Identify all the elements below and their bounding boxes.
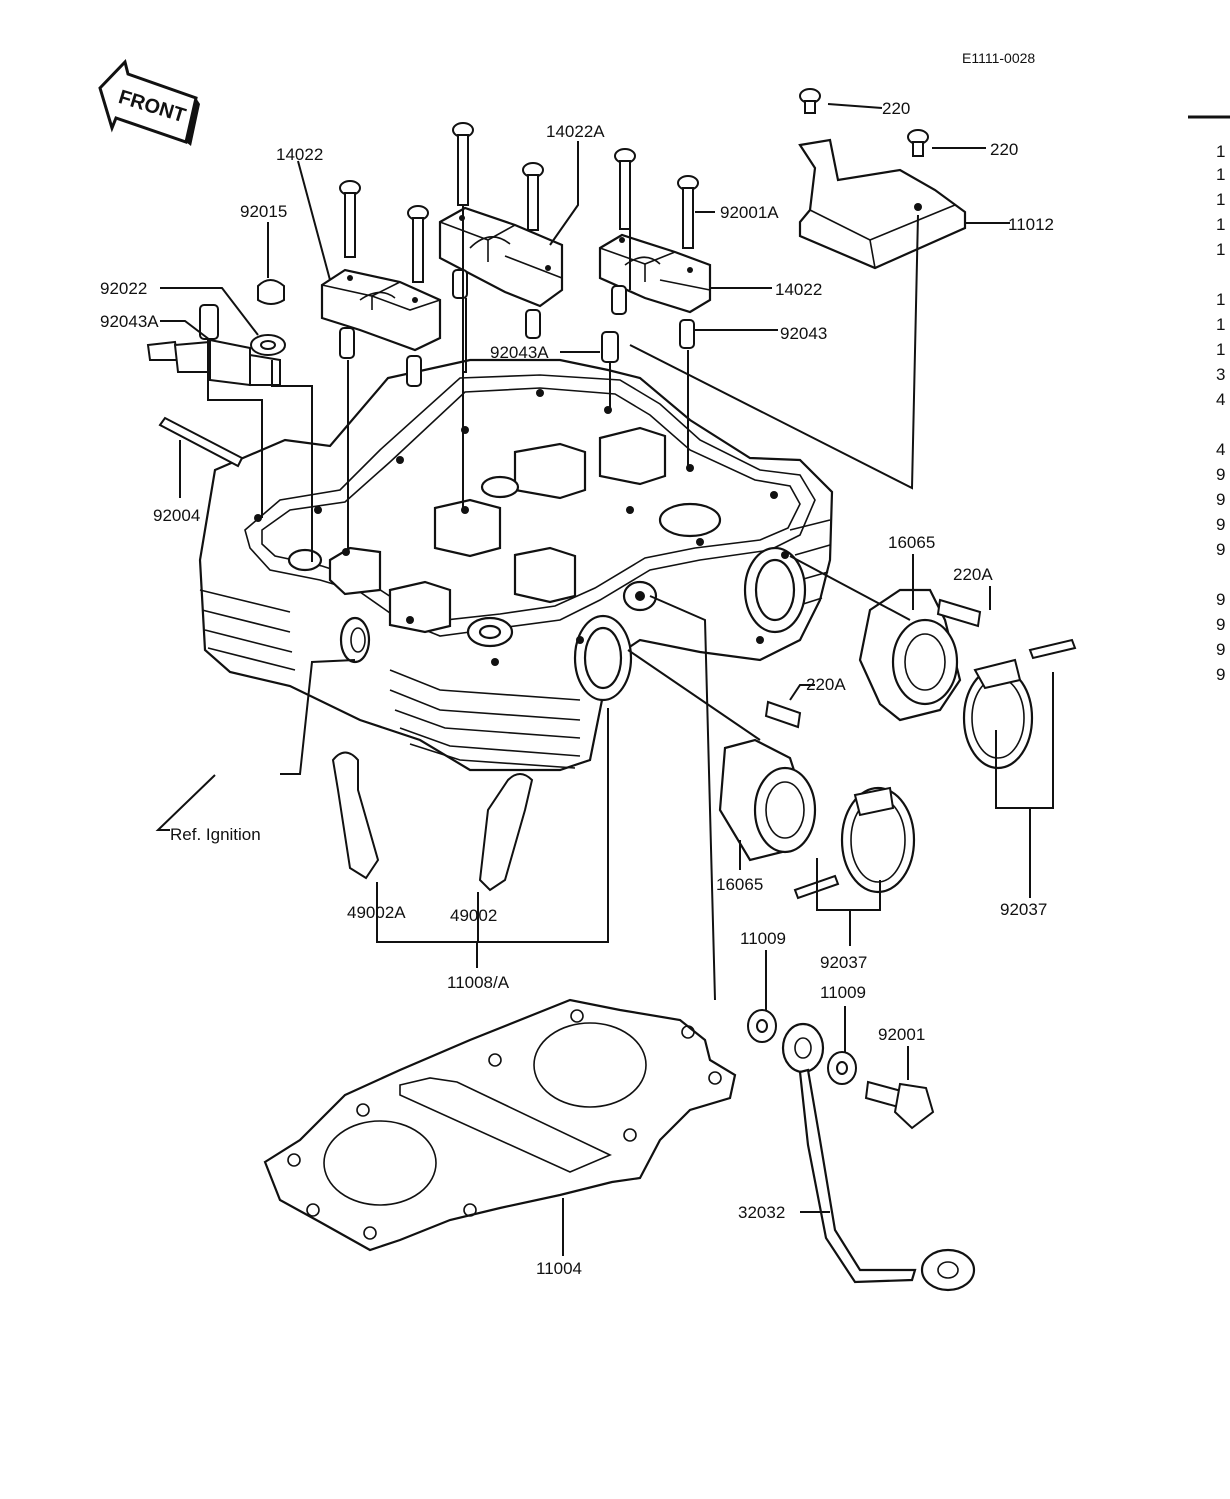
- margin-digit: 1: [1216, 340, 1225, 359]
- oil-pipe: [747, 1009, 976, 1292]
- dowel-pin-icon: [601, 331, 619, 363]
- cam-cap-left: [320, 268, 442, 352]
- label-14022A: 14022A: [546, 122, 605, 141]
- valve-guide-icon: [478, 773, 534, 892]
- margin-digit: 9: [1216, 540, 1225, 559]
- margin-digit: 9: [1216, 615, 1225, 634]
- dowel-pin-icon: [525, 309, 541, 339]
- label-92001: 92001: [878, 1025, 925, 1044]
- label-16065-bottom: 16065: [716, 875, 763, 894]
- screw-icon: [907, 129, 929, 157]
- bolt-icon: [522, 162, 544, 231]
- label-11009-a: 11009: [740, 929, 786, 948]
- label-220A-mid: 220A: [806, 675, 846, 694]
- dowel-pin-icon: [339, 327, 355, 359]
- screw-icon: [799, 88, 821, 114]
- acorn-nut-icon: [257, 279, 285, 305]
- hose-clamp-upper: [962, 638, 1077, 770]
- drawing-code: E1111-0028: [962, 50, 1035, 66]
- label-11008A: 11008/A: [447, 973, 510, 992]
- margin-digit: 1: [1216, 190, 1225, 209]
- stud-icon: [158, 416, 244, 468]
- label-92037-right: 92037: [1000, 900, 1047, 919]
- label-32032: 32032: [738, 1203, 785, 1222]
- dowel-pins: [199, 269, 695, 387]
- cam-cap-right: [598, 233, 712, 314]
- margin-digit: 1: [1216, 215, 1225, 234]
- label-220-right: 220: [990, 140, 1018, 159]
- dowel-pin-icon: [452, 269, 468, 299]
- label-92043A-left: 92043A: [100, 312, 159, 331]
- margin-digit: 9: [1216, 515, 1225, 534]
- dowel-pin-icon: [611, 285, 627, 315]
- label-92015: 92015: [240, 202, 287, 221]
- margin-digit: 1: [1216, 240, 1225, 259]
- margin-digit: 1: [1216, 165, 1225, 184]
- label-220-top: 220: [882, 99, 910, 118]
- leader-lines: [155, 103, 1054, 1256]
- bolt-icon: [452, 122, 474, 206]
- label-ref-ignition: Ref. Ignition: [170, 825, 261, 844]
- label-92043: 92043: [780, 324, 827, 343]
- screw-icon: [764, 700, 802, 729]
- front-arrow-icon: FRONT: [98, 59, 200, 146]
- screw-icon: [936, 598, 982, 628]
- margin-digit: 4: [1216, 440, 1225, 459]
- carb-holder-lower: [718, 738, 817, 862]
- label-16065-top: 16065: [888, 533, 935, 552]
- margin-digit: 3: [1216, 365, 1225, 384]
- label-92001A: 92001A: [720, 203, 779, 222]
- bolt-icon: [677, 175, 699, 249]
- hose-clamp-lower: [793, 786, 916, 900]
- label-14022-right: 14022: [775, 280, 822, 299]
- dowel-pin-icon: [679, 319, 695, 349]
- margin-digit: 4: [1216, 390, 1225, 409]
- head-gasket: [263, 998, 737, 1252]
- margin-digit: 9: [1216, 665, 1225, 684]
- cap-bolts: [339, 122, 699, 283]
- label-92004: 92004: [153, 506, 200, 525]
- margin-digit: 1: [1216, 290, 1225, 309]
- margin-digit: 9: [1216, 490, 1225, 509]
- margin-digits: 1 1 1 1 1 1 1 1 3 4 4 9 9 9 9 9 9 9 9: [1216, 142, 1225, 684]
- margin-digit: 9: [1216, 465, 1225, 484]
- part-labels: 14022 14022A 92015 92001A 220 220 11012 …: [100, 99, 1054, 1278]
- label-11012: 11012: [1008, 215, 1054, 234]
- washer-icon: [250, 334, 286, 356]
- margin-digit: 9: [1216, 640, 1225, 659]
- bolt-icon: [339, 180, 361, 258]
- label-11009-b: 11009: [820, 983, 866, 1002]
- margin-digit: 1: [1216, 315, 1225, 334]
- label-92037-mid: 92037: [820, 953, 867, 972]
- label-220A-right: 220A: [953, 565, 993, 584]
- cover-11012: [798, 138, 967, 270]
- label-11004: 11004: [536, 1259, 582, 1278]
- label-92043A-mid: 92043A: [490, 343, 549, 362]
- label-49002: 49002: [450, 906, 497, 925]
- carb-holder-upper: [858, 588, 962, 722]
- label-92022: 92022: [100, 279, 147, 298]
- margin-digit: 1: [1216, 142, 1225, 161]
- dowel-pin-icon: [406, 355, 422, 387]
- bolt-icon: [407, 205, 429, 283]
- bolt-icon: [614, 148, 636, 230]
- margin-digit: 9: [1216, 590, 1225, 609]
- cylinder-head: [198, 358, 834, 772]
- label-49002A: 49002A: [347, 903, 406, 922]
- valve-guide-icon: [331, 751, 380, 880]
- label-14022-left: 14022: [276, 145, 323, 164]
